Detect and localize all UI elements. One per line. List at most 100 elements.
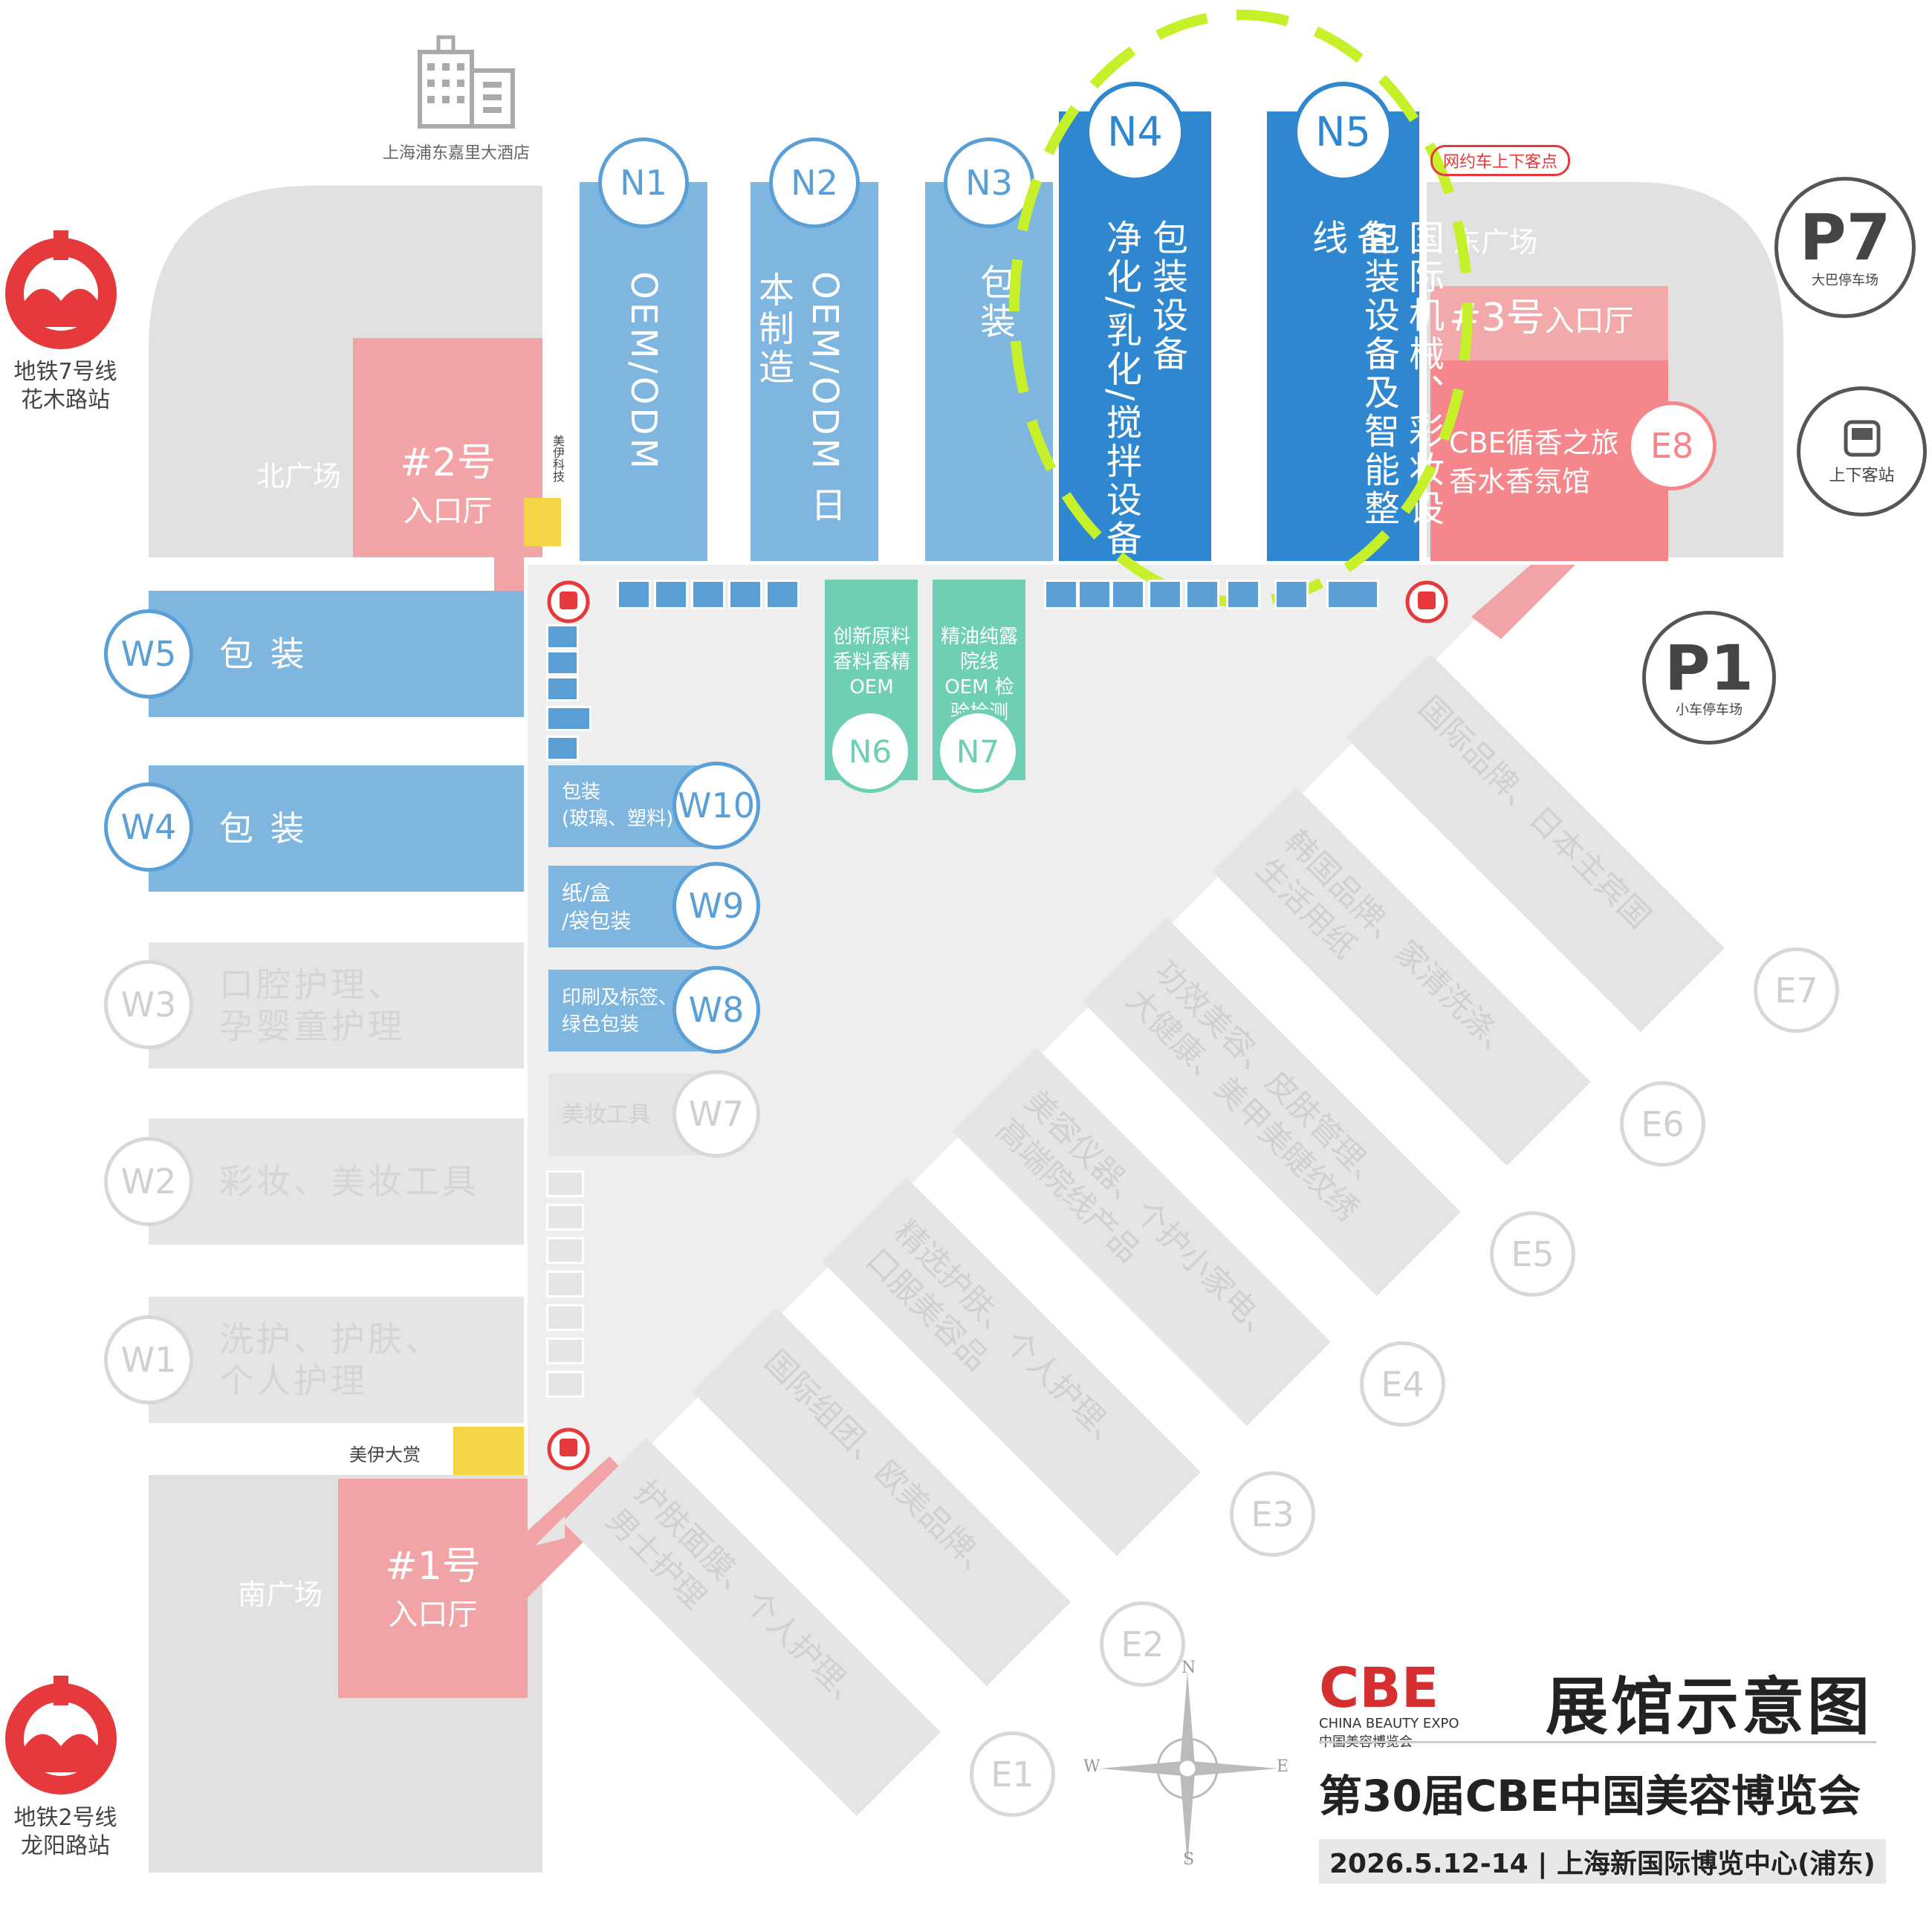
north-plaza-label: 北广场 xyxy=(256,460,342,493)
entrance-1: #1号 入口厅 xyxy=(338,1479,528,1698)
hall-N2[interactable]: OEM/ODM 日本制造 xyxy=(751,182,878,561)
hall-W8-text: 印刷及标签、 绿色包装 xyxy=(562,987,678,1036)
hall-E1-badge: E1 xyxy=(970,1731,1055,1817)
entrance-label: 入口厅 xyxy=(1544,304,1634,338)
hall-N3-text: 包装 xyxy=(973,264,1015,341)
hall-N2-text: OEM/ODM 日本制造 xyxy=(752,271,846,525)
hall-W2[interactable]: 彩妆、美妆工具 xyxy=(149,1118,524,1245)
legend-subtitle: 第30届CBE中国美容博览会 xyxy=(1319,1771,1861,1821)
hall-N1-badge: N1 xyxy=(598,137,689,228)
metro-station-label: 花木路站 xyxy=(21,387,110,413)
bus-stop-icon xyxy=(547,1427,590,1471)
dropoff-label: 上下客站 xyxy=(1829,466,1895,485)
hall-W5-text: 包 装 xyxy=(219,634,308,674)
metro-logo-icon xyxy=(5,230,117,349)
hall-E2-badge: E2 xyxy=(1100,1601,1185,1687)
entrance-2: #2号 入口厅 xyxy=(353,338,542,557)
metro-line-label: 地铁2号线 xyxy=(13,1805,117,1831)
hall-N5-line2: 包装设备及智能整线 xyxy=(1306,219,1399,528)
hall-N4-line1: 包装设备 xyxy=(1146,219,1187,374)
hall-E4-badge: E4 xyxy=(1360,1341,1445,1427)
compass-w: W xyxy=(1083,1757,1100,1776)
hall-W7-badge: W7 xyxy=(672,1070,760,1158)
parking-P1: P1 小车停车场 xyxy=(1642,611,1776,745)
compass-icon xyxy=(1100,1672,1278,1865)
hall-N6-badge: N6 xyxy=(829,710,912,793)
parking-label: 大巴停车场 xyxy=(1812,273,1878,288)
hall-W5-badge: W5 xyxy=(104,609,193,698)
hotel-icon xyxy=(418,35,515,129)
hall-N4-line2: 净化/乳化/搅拌设备 xyxy=(1100,219,1141,559)
south-plaza-label: 南广场 xyxy=(238,1578,323,1611)
dropoff-station: 上下客站 xyxy=(1797,386,1927,516)
bus-stop-icon xyxy=(1405,580,1448,623)
hall-E3-badge: E3 xyxy=(1230,1471,1315,1557)
hall-E8[interactable]: CBE循香之旅 香水香氛馆 E8 xyxy=(1430,360,1717,561)
hall-E7-badge: E7 xyxy=(1754,947,1839,1033)
train-icon xyxy=(1844,420,1880,456)
meiyi-tech-label: 美伊科技 xyxy=(551,435,565,482)
hall-W2-badge: W2 xyxy=(104,1137,193,1226)
parking-code: P7 xyxy=(1799,201,1891,275)
meiyi-award-marker xyxy=(453,1427,524,1475)
entrance-number: #2号 xyxy=(400,441,496,485)
entrance-label: 入口厅 xyxy=(388,1598,478,1632)
meiyi-award-label: 美伊大赏 xyxy=(349,1445,421,1465)
hall-W3-badge: W3 xyxy=(104,960,193,1049)
hall-W4[interactable]: 包 装 xyxy=(149,765,524,892)
metro-logo-icon xyxy=(5,1676,117,1795)
hall-W8-badge: W8 xyxy=(672,966,760,1054)
hall-N5-line1: 国际机械、彩妆设备 xyxy=(1350,219,1444,528)
parking-label: 小车停车场 xyxy=(1676,702,1743,718)
hall-N1-text: OEM/ODM xyxy=(623,271,664,472)
hall-E8-badge: E8 xyxy=(1627,401,1717,490)
hall-N3[interactable]: 包装 xyxy=(925,182,1053,561)
hall-W3-text: 口腔护理、 孕婴童护理 xyxy=(219,965,405,1046)
hall-E8-text: CBE循香之旅 香水香氛馆 xyxy=(1449,427,1619,498)
legend-dateline: 2026.5.12-14 | 上海新国际博览中心(浦东) xyxy=(1319,1839,1886,1884)
hall-W4-badge: W4 xyxy=(104,782,193,872)
logo-en: CHINA BEAUTY EXPO xyxy=(1319,1716,1459,1731)
hall-N5[interactable]: 包装设备及智能整线 国际机械、彩妆设备 xyxy=(1267,111,1444,561)
hall-W9-badge: W9 xyxy=(672,862,760,950)
compass-e: E xyxy=(1277,1757,1289,1776)
hall-N4[interactable]: 净化/乳化/搅拌设备 包装设备 xyxy=(1059,111,1211,561)
hall-W2-text: 彩妆、美妆工具 xyxy=(219,1161,479,1202)
entrance-label: 入口厅 xyxy=(403,494,493,528)
hall-N6-text: 创新原料 香料香精 OEM xyxy=(832,626,910,698)
logo-text: CBE xyxy=(1319,1656,1439,1720)
parking-P7: P7 大巴停车场 xyxy=(1774,177,1916,318)
legend-title: 展馆示意图 xyxy=(1546,1670,1873,1743)
hall-W5[interactable]: 包 装 xyxy=(149,591,524,717)
compass-n: N xyxy=(1181,1659,1196,1677)
bus-stop-icon xyxy=(547,580,590,623)
compass-s: S xyxy=(1183,1850,1195,1869)
ride-hailing-label: 网约车上下客点 xyxy=(1430,145,1571,176)
entrance-number: #1号 xyxy=(385,1544,481,1589)
hall-N4-badge: N4 xyxy=(1085,82,1185,182)
hotel-label: 上海浦东嘉里大酒店 xyxy=(383,144,531,163)
hall-E6-badge: E6 xyxy=(1620,1081,1705,1167)
highlight-ring xyxy=(1009,10,1473,607)
hall-N3-badge: N3 xyxy=(944,137,1034,228)
hall-N1[interactable]: OEM/ODM xyxy=(580,182,707,561)
metro-line-label: 地铁7号线 xyxy=(13,359,117,385)
hall-W4-text: 包 装 xyxy=(219,808,308,849)
parking-code: P1 xyxy=(1664,632,1754,704)
hall-W7-text: 美妆工具 xyxy=(562,1102,651,1128)
hall-N7-badge: N7 xyxy=(936,710,1020,793)
hall-W3[interactable]: 口腔护理、 孕婴童护理 xyxy=(149,942,524,1069)
hall-W1-badge: W1 xyxy=(104,1315,193,1404)
hall-N2-badge: N2 xyxy=(769,137,860,228)
hall-W1-text: 洗护、护肤、 个人护理 xyxy=(219,1319,442,1401)
hall-E5-badge: E5 xyxy=(1490,1211,1575,1297)
hall-W1[interactable]: 洗护、护肤、 个人护理 xyxy=(149,1297,524,1423)
hall-W10-text: 包装 (玻璃、塑料) xyxy=(562,781,674,830)
hall-W9-text: 纸/盒 /袋包装 xyxy=(562,881,632,933)
meiyi-tech-marker xyxy=(524,498,561,546)
hall-W10-badge: W10 xyxy=(672,762,760,849)
cbe-logo: CBE CHINA BEAUTY EXPO 中国美容博览会 xyxy=(1319,1661,1459,1751)
metro-station-label: 龙阳路站 xyxy=(21,1833,110,1859)
hall-N5-badge: N5 xyxy=(1293,82,1393,182)
